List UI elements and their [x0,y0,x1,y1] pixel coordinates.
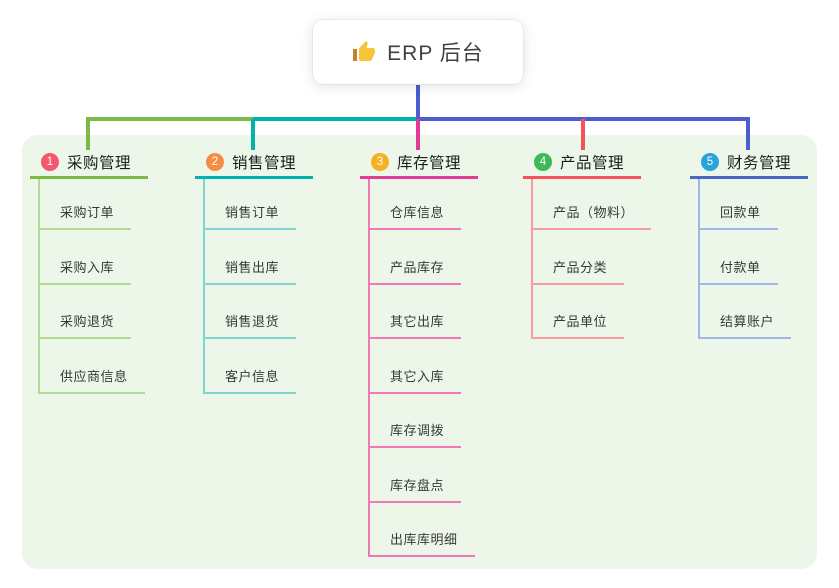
branch-1-drop-connector [86,119,90,150]
branch-3-label: 库存管理 [397,154,462,172]
root-node-label: ERP 后台 [387,42,484,65]
child-node-outbound-detail[interactable]: 出库库明细 [370,503,475,557]
branch-1-children: 采购订单 采购入库 采购退货 供应商信息 [38,179,145,394]
branch-3-number-badge: 3 [371,152,389,171]
trunk-segment-2 [253,117,418,121]
thumbs-up-icon [353,41,376,61]
branch-node-purchase[interactable]: 1 采购管理 [30,150,148,179]
root-connector-line [416,83,420,119]
child-node-product-unit[interactable]: 产品单位 [533,285,625,339]
branch-2-label: 销售管理 [232,154,297,172]
child-node-purchase-order[interactable]: 采购订单 [40,179,132,230]
child-node-stock-count[interactable]: 库存盘点 [370,448,462,503]
child-node-other-outbound[interactable]: 其它出库 [370,285,462,339]
child-node-sales-outbound[interactable]: 销售出库 [205,230,297,285]
branch-5-label: 财务管理 [727,154,792,172]
child-node-purchase-inbound[interactable]: 采购入库 [40,230,132,285]
branch-5-drop-connector [746,119,750,150]
branch-3-drop-connector [416,119,420,150]
root-node[interactable]: ERP 后台 [313,20,523,84]
branch-node-sales[interactable]: 2 销售管理 [195,150,313,179]
child-node-customer-info[interactable]: 客户信息 [205,339,297,394]
branch-node-product[interactable]: 4 产品管理 [523,150,641,179]
trunk-segment-1 [86,117,255,121]
child-node-other-inbound[interactable]: 其它入库 [370,339,462,394]
branch-5-children: 回款单 付款单 结算账户 [698,179,792,339]
branch-node-inventory[interactable]: 3 库存管理 [360,150,478,179]
branch-2-children: 销售订单 销售出库 销售退货 客户信息 [203,179,297,394]
branch-2-number-badge: 2 [206,152,224,171]
child-node-supplier-info[interactable]: 供应商信息 [40,339,145,394]
branch-4-children: 产品（物料） 产品分类 产品单位 [531,179,652,339]
branch-2-drop-connector [251,119,255,150]
child-node-stock-transfer[interactable]: 库存调拨 [370,394,462,448]
branch-4-label: 产品管理 [560,154,625,172]
child-node-payment-bill[interactable]: 付款单 [700,230,778,285]
child-node-settlement-account[interactable]: 结算账户 [700,285,792,339]
branch-3-children: 仓库信息 产品库存 其它出库 其它入库 库存调拨 库存盘点 出库库明细 [368,179,475,557]
child-node-product-material[interactable]: 产品（物料） [533,179,652,230]
branch-4-number-badge: 4 [534,152,552,171]
branch-5-number-badge: 5 [701,152,719,171]
branch-node-finance[interactable]: 5 财务管理 [690,150,808,179]
branch-1-number-badge: 1 [41,152,59,171]
child-node-product-category[interactable]: 产品分类 [533,230,625,285]
child-node-sales-order[interactable]: 销售订单 [205,179,297,230]
child-node-receipt-bill[interactable]: 回款单 [700,179,778,230]
child-node-sales-return[interactable]: 销售退货 [205,285,297,339]
branch-4-drop-connector [581,119,585,150]
child-node-product-stock[interactable]: 产品库存 [370,230,462,285]
child-node-purchase-return[interactable]: 采购退货 [40,285,132,339]
child-node-warehouse-info[interactable]: 仓库信息 [370,179,462,230]
branches-background-panel [22,135,817,569]
branch-1-label: 采购管理 [67,154,132,172]
